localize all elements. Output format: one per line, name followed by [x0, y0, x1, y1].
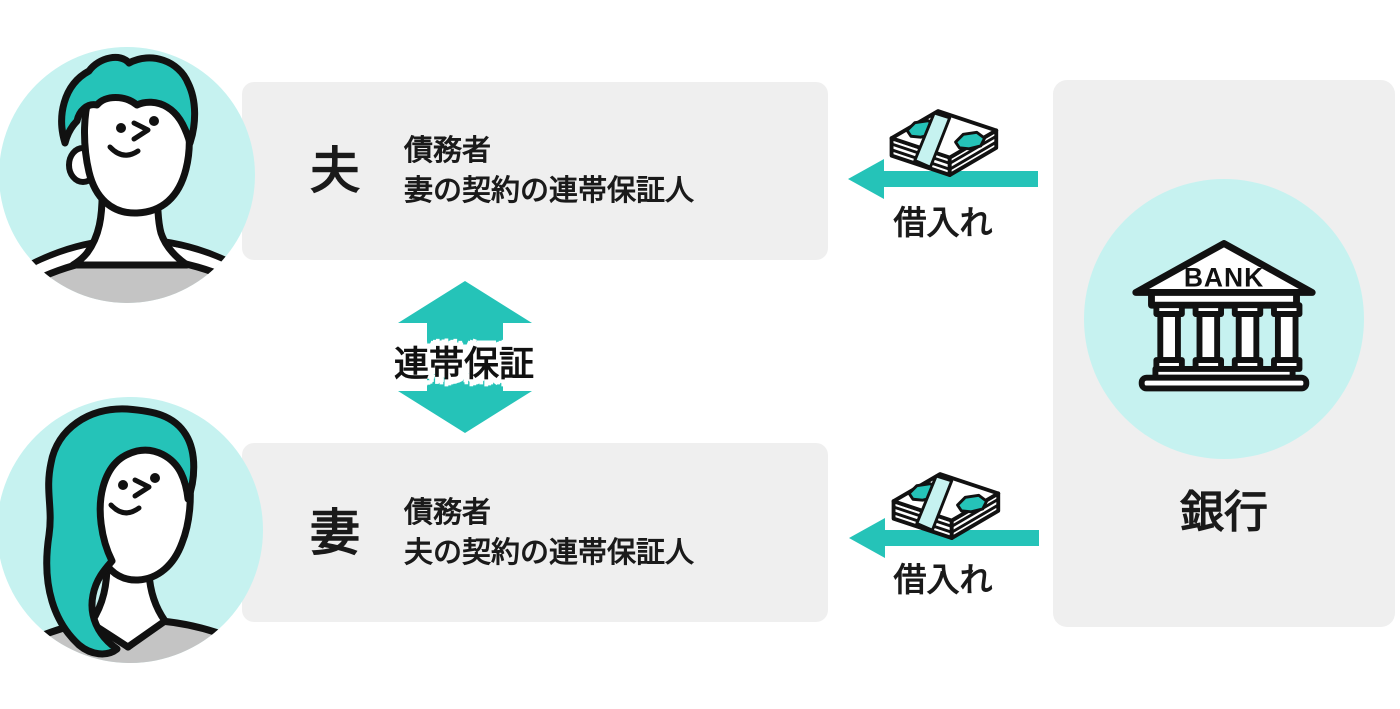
wife-card: 妻 債務者 夫の契約の連帯保証人 — [242, 443, 828, 622]
husband-avatar — [0, 47, 255, 303]
bank-label: 銀行 — [1180, 488, 1268, 537]
wife-name: 妻 — [310, 504, 360, 561]
wife-roles: 債務者 夫の契約の連帯保証人 — [404, 493, 694, 573]
joint-guarantee-label: 連帯保証 — [393, 345, 534, 384]
bank-sign-text: BANK — [1184, 263, 1264, 293]
bank-building-icon: BANK — [1132, 240, 1316, 392]
double-arrow-icon — [398, 281, 532, 433]
loan-arrow-bottom — [849, 518, 1039, 558]
loan-label-bottom: 借入れ — [893, 561, 993, 598]
husband-name: 夫 — [310, 143, 360, 199]
wife-role-line-2: 夫の契約の連帯保証人 — [404, 536, 695, 569]
husband-card: 夫 債務者 妻の契約の連帯保証人 — [242, 82, 828, 260]
money-stack-icon — [889, 109, 999, 177]
bank-circle — [1084, 179, 1364, 459]
wife-avatar — [0, 397, 263, 663]
bank-panel: BANK 銀行 — [1053, 80, 1395, 627]
wife-role-line-1: 債務者 — [404, 496, 492, 529]
loan-arrow-top — [848, 159, 1038, 199]
husband-roles: 債務者 妻の契約の連帯保証人 — [404, 131, 694, 211]
husband-role-line-2: 妻の契約の連帯保証人 — [404, 175, 695, 207]
money-stack-icon — [891, 472, 1001, 540]
husband-role-line-1: 債務者 — [404, 135, 492, 167]
loan-label-top: 借入れ — [893, 204, 993, 241]
